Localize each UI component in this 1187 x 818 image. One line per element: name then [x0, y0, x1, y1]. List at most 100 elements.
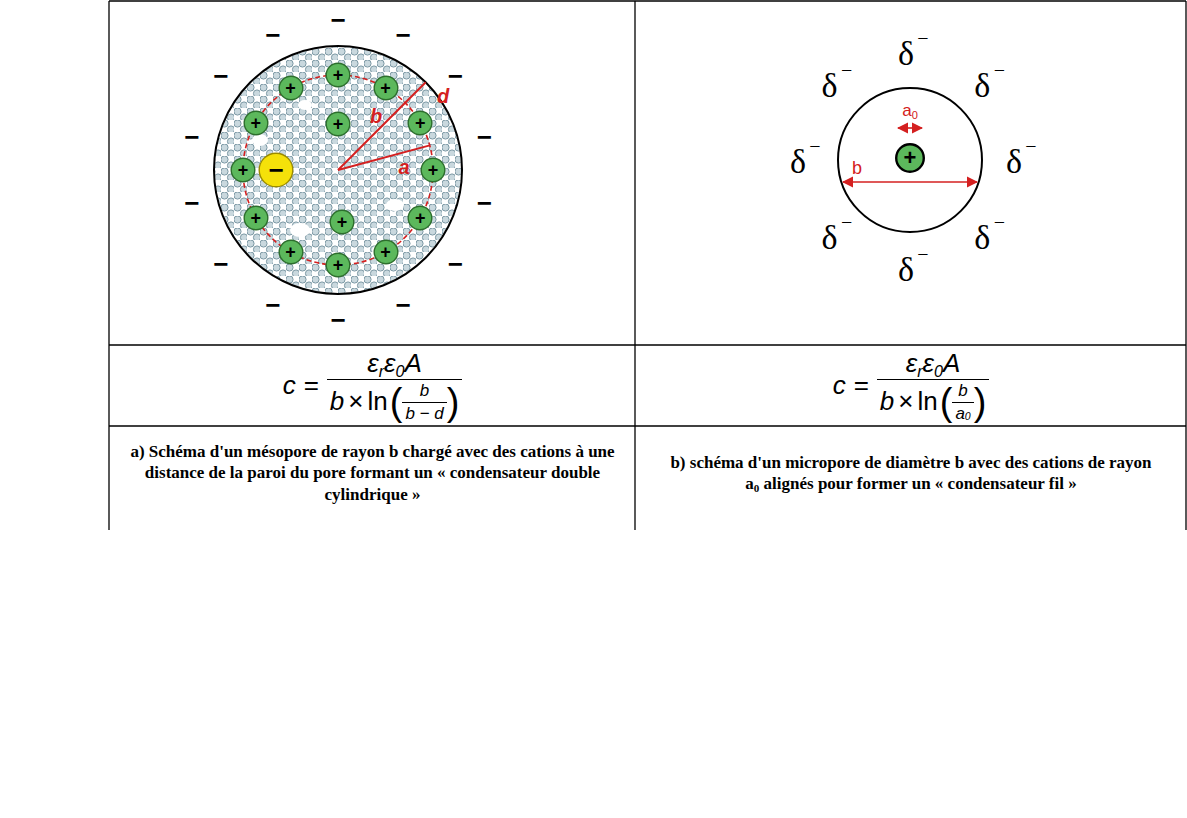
- cation: +: [325, 111, 351, 137]
- ion-circle: [231, 158, 255, 182]
- wall-charge: −: [265, 22, 280, 48]
- ion-circle: [896, 144, 924, 172]
- fraction-bar: [402, 402, 446, 403]
- formula-symbol: A: [943, 348, 960, 378]
- wall-charge: −: [265, 292, 280, 318]
- wall-charge: −: [213, 63, 228, 89]
- subscript: 0: [396, 362, 405, 380]
- mesopore: [210, 42, 470, 302]
- cation: +: [278, 239, 304, 265]
- subscript: 0: [934, 362, 943, 380]
- wall-charge: −: [213, 251, 228, 277]
- formula-symbol: A: [405, 348, 422, 378]
- micropore: [838, 88, 982, 232]
- dimension-label: a0: [902, 102, 918, 119]
- ion-circle: [244, 206, 268, 230]
- subscript: r: [379, 362, 384, 380]
- formula-symbol: b: [958, 381, 967, 400]
- dimension-letter: a: [902, 101, 911, 120]
- formula-symbol: ×: [898, 388, 913, 415]
- wall-charge: −: [395, 22, 410, 48]
- cation: +: [373, 239, 399, 265]
- formula-symbol: c: [833, 370, 846, 401]
- partial-charge: δ: [898, 253, 914, 287]
- partial-charge-sign: −: [809, 136, 820, 156]
- formula-symbol: ×: [348, 388, 363, 415]
- anion: −: [258, 152, 294, 188]
- formula-symbol: ln: [917, 388, 937, 415]
- denominator: b×ln(ba0): [877, 382, 990, 423]
- parenthesis: ): [447, 383, 460, 421]
- formula-symbol: a: [955, 405, 964, 423]
- cation: +: [420, 157, 446, 183]
- partial-charge-sign: −: [841, 212, 852, 232]
- ion-circle: [326, 63, 350, 87]
- ion-sign: +: [428, 161, 439, 179]
- formula-symbol: c: [283, 370, 296, 401]
- table-grid: [109, 1, 1186, 530]
- subscript: 0: [912, 109, 918, 121]
- caption-cell: b) schéma d'un micropore de diamètre b a…: [636, 430, 1186, 516]
- formula-symbol: ln: [367, 388, 387, 415]
- ion-sign: −: [268, 157, 283, 183]
- partial-charge: δ: [790, 145, 806, 179]
- wall-charge: −: [395, 292, 410, 318]
- partial-charge: δ: [974, 221, 990, 255]
- cation: +: [407, 110, 433, 136]
- fraction: εrε0Ab×ln(bb − d): [327, 350, 463, 423]
- ion-sign: +: [337, 213, 348, 231]
- subscript: 0: [965, 411, 971, 422]
- numerator: εrε0A: [903, 350, 964, 377]
- dimension-label: b: [370, 106, 382, 126]
- partial-charge: δ: [822, 69, 838, 103]
- ion-circle: [421, 158, 445, 182]
- wall-charge: −: [477, 190, 492, 216]
- denominator: a0: [952, 405, 973, 423]
- caption-text: a) Schéma d'un mésopore de rayon b charg…: [130, 442, 614, 504]
- parenthesis: ): [974, 383, 987, 421]
- partial-charge: δ: [974, 69, 990, 103]
- fraction-bar: [877, 379, 990, 380]
- formula-cell: c=εrε0Ab×ln(ba0): [636, 346, 1186, 426]
- ion-sign: +: [380, 79, 391, 97]
- nested-fraction: ba0: [952, 382, 973, 423]
- ion-sign: +: [333, 256, 344, 274]
- formula-symbol: ε: [384, 348, 395, 378]
- dimension-label: b: [852, 159, 862, 177]
- partial-charge-sign: −: [841, 60, 852, 80]
- denominator: b×ln(bb − d): [327, 382, 463, 423]
- partial-charge-sign: −: [917, 28, 928, 48]
- numerator: b: [417, 382, 432, 400]
- fraction-bar: [327, 379, 463, 380]
- ion-sign: +: [250, 209, 261, 227]
- formula-symbol: ε: [367, 348, 378, 378]
- ion-circle: [279, 76, 303, 100]
- wall-charge: −: [477, 124, 492, 150]
- ion-circle: [408, 111, 432, 135]
- ion-sign: +: [285, 79, 296, 97]
- cation: +: [407, 205, 433, 231]
- parenthesis: (: [390, 383, 403, 421]
- ion-sign: +: [285, 243, 296, 261]
- formula-symbol: b: [420, 381, 429, 400]
- cation: +: [325, 62, 351, 88]
- dimension-label: a: [398, 157, 409, 177]
- cation: +: [243, 205, 269, 231]
- ion-circle: [279, 240, 303, 264]
- parenthesis: (: [940, 383, 953, 421]
- caption: b) schéma d'un micropore de diamètre b a…: [651, 452, 1171, 495]
- partial-charge-sign: −: [994, 60, 1005, 80]
- formula-symbol: b: [330, 388, 344, 415]
- caption-text: alignés pour former un « condensateur fi…: [764, 474, 1077, 493]
- caption-cell: a) Schéma d'un mésopore de rayon b charg…: [110, 430, 635, 516]
- formula-symbol: =: [304, 370, 319, 401]
- partial-charge: δ: [898, 37, 914, 71]
- ion-sign: +: [250, 114, 261, 132]
- wall-charge: −: [184, 190, 199, 216]
- formula: c=εrε0Ab×ln(ba0): [833, 350, 990, 423]
- fraction: εrε0Ab×ln(ba0): [877, 350, 990, 423]
- partial-charge-sign: −: [917, 244, 928, 264]
- dimension-label: d: [437, 86, 449, 106]
